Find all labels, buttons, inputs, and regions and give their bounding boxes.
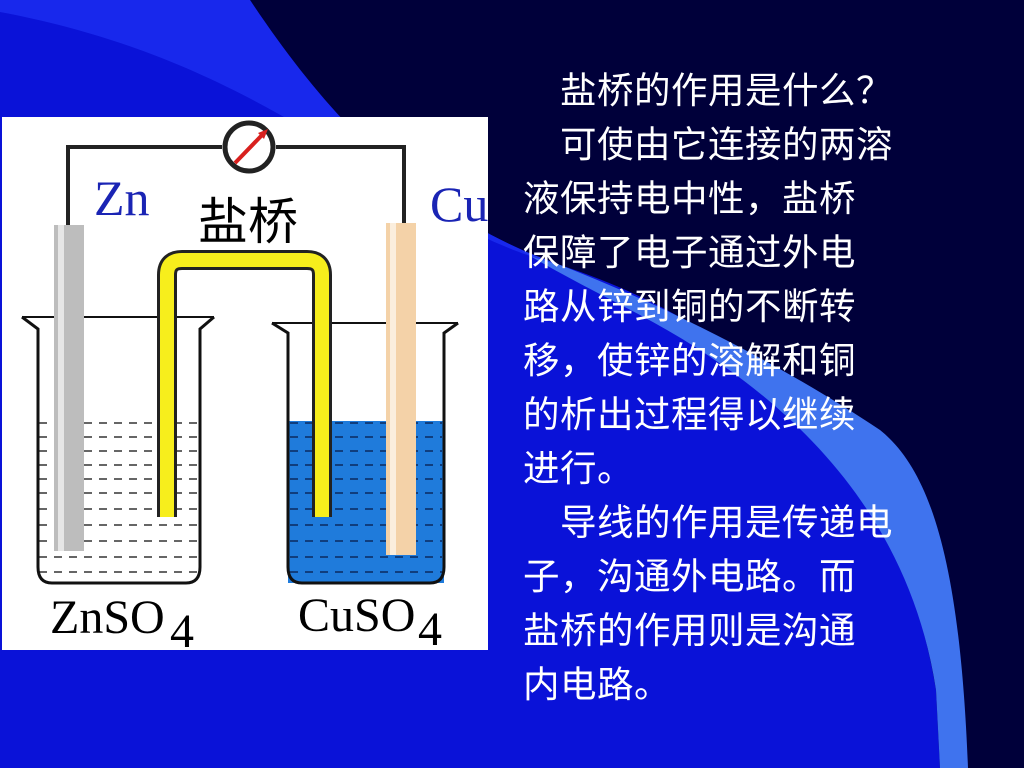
wire-answer: 导线的作用是传递电 子，沟通外电路。而 盐桥的作用则是沟通 内电路。 (523, 496, 968, 712)
salt-bridge-answer: 可使由它连接的两溶 液保持电中性，盐桥 保障了电子通过外电 路从锌到铜的不断转 … (523, 118, 968, 496)
answer-line: 保障了电子通过外电 (523, 231, 856, 274)
external-wire-right (276, 145, 406, 225)
cuso4-solution (288, 421, 444, 583)
question-heading: 盐桥的作用是什么？ (560, 69, 893, 112)
znso4-solution (39, 422, 199, 573)
answer-line: 子，沟通外电路。而 (523, 555, 856, 598)
galvanic-cell-diagram: Zn Cu 盐桥 ZnSO 4 CuSO 4 (2, 117, 488, 650)
answer-line: 可使由它连接的两溶 (560, 123, 893, 166)
right-beaker (271, 321, 459, 585)
answer-line: 移，使锌的溶解和铜 (523, 339, 856, 382)
answer-line: 路从锌到铜的不断转 (523, 285, 856, 328)
answer-line: 液保持电中性，盐桥 (523, 177, 856, 220)
zn-label: Zn (94, 170, 150, 226)
cuso4-solution-dashes (290, 422, 442, 573)
answer-line: 内电路。 (523, 663, 671, 706)
explanation-text: 盐桥的作用是什么？ 可使由它连接的两溶 液保持电中性，盐桥 保障了电子通过外电 … (523, 64, 968, 712)
answer-line: 进行。 (523, 447, 634, 490)
znso4-subscript: 4 (170, 605, 194, 650)
salt-bridge-label: 盐桥 (198, 193, 298, 251)
ammeter-icon (222, 120, 276, 174)
external-wire (66, 145, 222, 225)
cuso4-subscript: 4 (418, 603, 442, 650)
cuso4-label: CuSO (298, 589, 415, 642)
cu-label: Cu (430, 176, 488, 232)
answer-line: 盐桥的作用则是沟通 (523, 609, 856, 652)
left-beaker (21, 315, 215, 585)
answer-line: 的析出过程得以继续 (523, 393, 856, 436)
znso4-label: ZnSO (50, 591, 165, 644)
answer-line: 导线的作用是传递电 (560, 501, 893, 544)
